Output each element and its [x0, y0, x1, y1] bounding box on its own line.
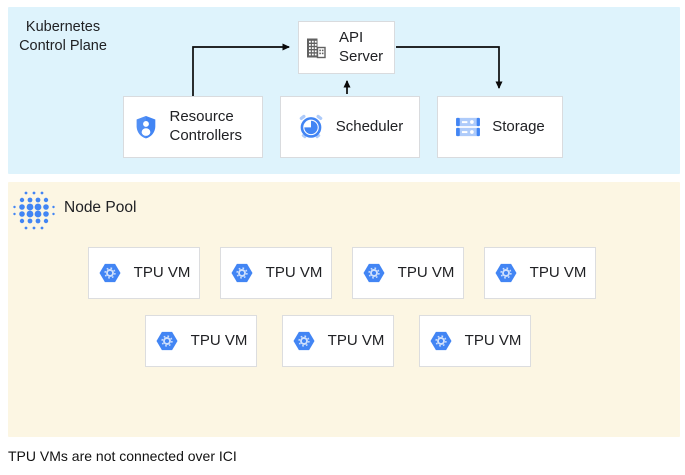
- node-tpu-vm-7: TPU VM: [419, 315, 531, 367]
- node-label: TPU VM: [397, 263, 455, 281]
- shield-user-icon: [133, 114, 159, 140]
- hexagon-gear-icon: [494, 261, 518, 285]
- node-pool-title: Node Pool: [64, 199, 137, 216]
- node-api-server: API Server: [298, 21, 395, 74]
- hexagon-gear-icon: [292, 329, 316, 353]
- building-icon: [304, 36, 328, 60]
- storage-disks-icon: [455, 114, 481, 140]
- node-tpu-vm-4: TPU VM: [484, 247, 596, 299]
- hexagon-gear-icon: [98, 261, 122, 285]
- node-label: TPU VM: [529, 263, 587, 281]
- node-label: API Server: [339, 28, 384, 65]
- node-tpu-vm-6: TPU VM: [282, 315, 394, 367]
- node-label: TPU VM: [190, 331, 248, 349]
- node-tpu-vm-5: TPU VM: [145, 315, 257, 367]
- hexagon-gear-icon: [155, 329, 179, 353]
- node-label: Scheduler: [335, 117, 404, 135]
- node-storage: Storage: [437, 96, 563, 158]
- node-tpu-vm-2: TPU VM: [220, 247, 332, 299]
- node-tpu-vm-3: TPU VM: [352, 247, 464, 299]
- node-scheduler: Scheduler: [280, 96, 420, 158]
- hexagon-gear-icon: [362, 261, 386, 285]
- node-label: TPU VM: [133, 263, 191, 281]
- halftone-dots-icon: [12, 187, 56, 231]
- alarm-clock-icon: [297, 113, 325, 141]
- node-pool-zone: [8, 182, 680, 437]
- node-tpu-vm-1: TPU VM: [88, 247, 200, 299]
- footnote-caption: TPU VMs are not connected over ICI: [8, 448, 237, 464]
- node-label: TPU VM: [464, 331, 522, 349]
- node-label: TPU VM: [327, 331, 385, 349]
- node-label: Resource Controllers: [169, 108, 243, 144]
- node-label: TPU VM: [265, 263, 323, 281]
- hexagon-gear-icon: [429, 329, 453, 353]
- control-plane-title: Kubernetes Control Plane: [19, 19, 107, 54]
- node-resource-controllers: Resource Controllers: [123, 96, 263, 158]
- hexagon-gear-icon: [230, 261, 254, 285]
- node-label: Storage: [492, 117, 545, 135]
